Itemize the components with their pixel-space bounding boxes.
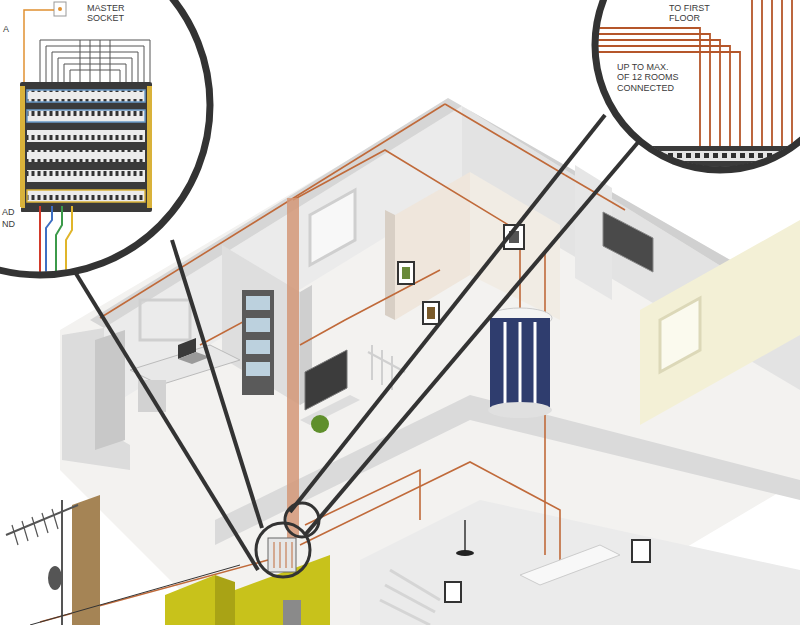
callout-label: MASTER SOCKET: [86, 3, 134, 24]
callout-label: A: [2, 24, 18, 34]
callout-label: AD: [1, 207, 21, 217]
callout-label: ND: [1, 219, 21, 229]
callout-label: UP TO MAX. OF 12 ROOMS CONNECTED: [616, 62, 680, 93]
callout-label: TO FIRST FLOOR: [668, 3, 718, 24]
